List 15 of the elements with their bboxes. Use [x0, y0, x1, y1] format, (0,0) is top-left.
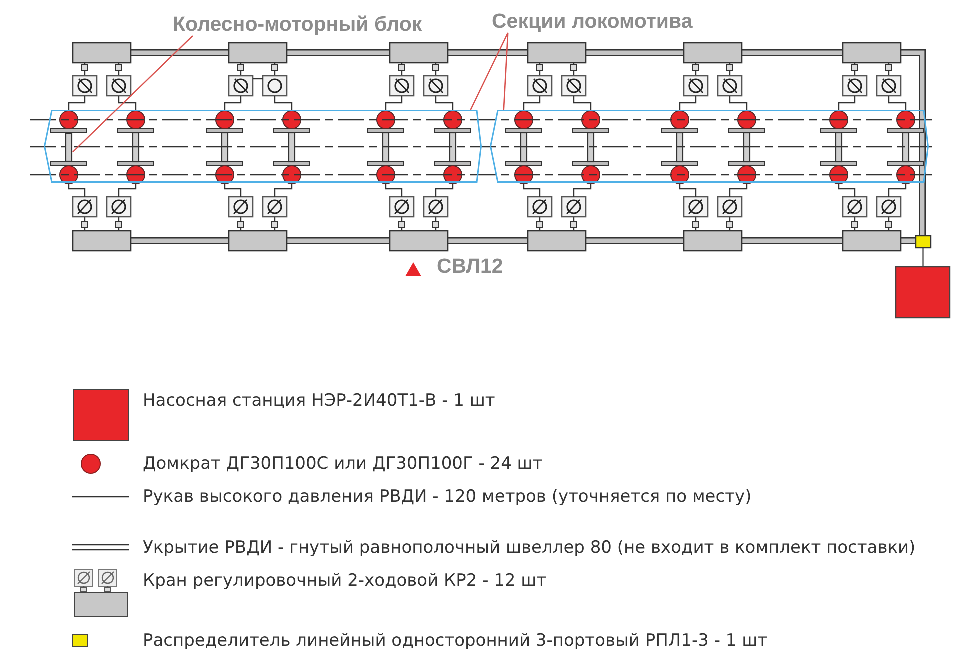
locomotive-section-outline: [44, 110, 482, 183]
legend-text: Насосная станция НЭР-2И40Т1-В - 1 шт: [143, 390, 496, 412]
leader-line: [470, 32, 509, 110]
legend-text: Распределитель линейный односторонний 3-портовый РПЛ1-3 - 1 шт: [143, 630, 768, 652]
designation-label: СВЛ12: [437, 255, 504, 278]
locomotive-section-outline: [490, 110, 929, 183]
legend-text: Рукав высокого давления РВДИ - 120 метров (уточняется по месту): [143, 486, 752, 508]
legend-text: Домкрат ДГ30П100С или ДГ30П100Г - 24 шт: [143, 453, 543, 475]
wheel-axle: [65, 133, 73, 162]
legend-text: Кран регулировочный 2-ходовой КР2 - 12 шт: [143, 570, 547, 592]
legend-text: Укрытие РВДИ - гнутый равнополочный швеллер 80 (не входит в комплект поставки): [143, 537, 916, 559]
callout-label: Колесно-моторный блок: [173, 13, 422, 36]
leader-line: [503, 32, 509, 110]
callout-label: Секции локомотива: [492, 10, 693, 33]
leader-line: [72, 36, 194, 153]
